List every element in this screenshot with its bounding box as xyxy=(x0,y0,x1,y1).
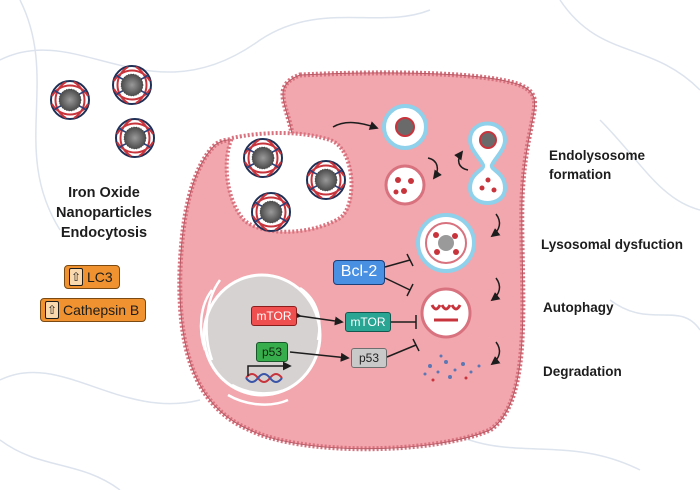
mtor-nucleus-box: mTOR xyxy=(251,306,297,326)
process-arrows xyxy=(332,121,501,366)
nanoparticle-icon xyxy=(50,80,90,120)
title-line: Endocytosis xyxy=(60,225,148,241)
dna-helix-icon xyxy=(245,373,283,383)
signaling-lines xyxy=(289,253,420,362)
fusing-endolysosome xyxy=(467,121,508,205)
title-line: Iron Oxide xyxy=(68,185,140,201)
bcl2-box: Bcl-2 xyxy=(333,260,385,285)
cathepsin-b-label: Cathepsin B xyxy=(63,302,140,318)
left-panel-title: Iron Oxide Nanoparticles Endocytosis xyxy=(20,183,188,243)
up-arrow-icon: ⇧ xyxy=(45,301,59,319)
cathepsin-b-badge: ⇧ Cathepsin B xyxy=(40,298,147,322)
p53-nucleus-box: p53 xyxy=(256,342,288,362)
title-line: Nanoparticles xyxy=(56,205,152,221)
dysfunctional-lysosome xyxy=(416,213,476,273)
degradation-debris xyxy=(423,354,481,382)
lc3-label: LC3 xyxy=(87,269,113,285)
stage-line: formation xyxy=(549,167,612,182)
up-arrow-icon: ⇧ xyxy=(69,268,83,286)
lysosome-vesicle xyxy=(384,164,426,206)
stage-autophagy-label: Autophagy xyxy=(543,300,614,315)
nanoparticle-icon xyxy=(306,160,346,200)
stage-endolysosome-label: Endolysosome formation xyxy=(549,146,645,184)
endosome-vesicle xyxy=(382,104,428,150)
transcription-arrow xyxy=(247,361,292,376)
nanoparticle-icon xyxy=(112,65,152,105)
nanoparticle-icon xyxy=(115,118,155,158)
p53-cytoplasm-box: p53 xyxy=(351,348,387,368)
nucleus xyxy=(202,273,322,397)
stage-line: Endolysosome xyxy=(549,148,646,163)
stage-degradation-label: Degradation xyxy=(543,364,622,379)
mtor-cytoplasm-box: mTOR xyxy=(345,312,391,332)
stage-lysosomal-label: Lysosomal dysfuction xyxy=(541,237,684,252)
autophagosome xyxy=(420,287,472,339)
nanoparticle-icon xyxy=(243,138,283,178)
lc3-badge: ⇧ LC3 xyxy=(64,265,120,289)
nanoparticle-icon xyxy=(251,192,291,232)
